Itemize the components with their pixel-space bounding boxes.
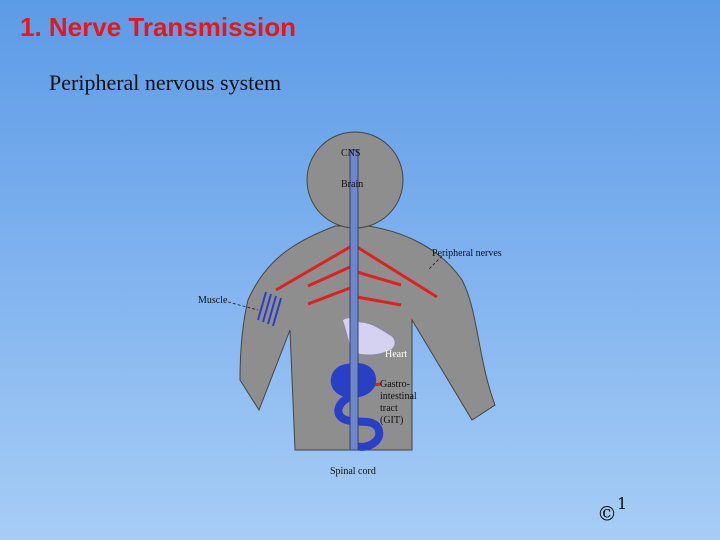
slide-title: 1. Nerve Transmission [20,12,297,42]
label-cns: CNS [341,148,360,159]
label-peripheral-nerves: Peripheral nerves [432,248,502,259]
label-spinal-cord: Spinal cord [330,466,376,477]
copyright-symbol: © [597,501,617,526]
label-brain: Brain [341,179,363,190]
muscle-fibers [257,291,282,327]
label-muscle: Muscle [198,295,228,306]
nerve-left-3 [307,286,351,306]
label-leaders [227,255,443,311]
nerve-right-2 [356,270,402,287]
nerve-left-1 [275,245,351,292]
label-heart: Heart [385,349,407,360]
nerve-right-3 [356,295,402,307]
label-git-3: tract [380,403,398,414]
nerve-left-2 [307,265,351,288]
footer-page-mark: ©1 [597,494,627,526]
label-git-4: (GIT) [380,415,403,426]
page-number: 1 [617,494,628,513]
slide-subtitle: Peripheral nervous system [49,70,282,95]
label-git-2: intestinal [380,391,417,402]
spinal-cord [349,149,359,451]
nerve-right-1 [356,245,438,299]
label-git-1: Gastro- [380,379,410,390]
